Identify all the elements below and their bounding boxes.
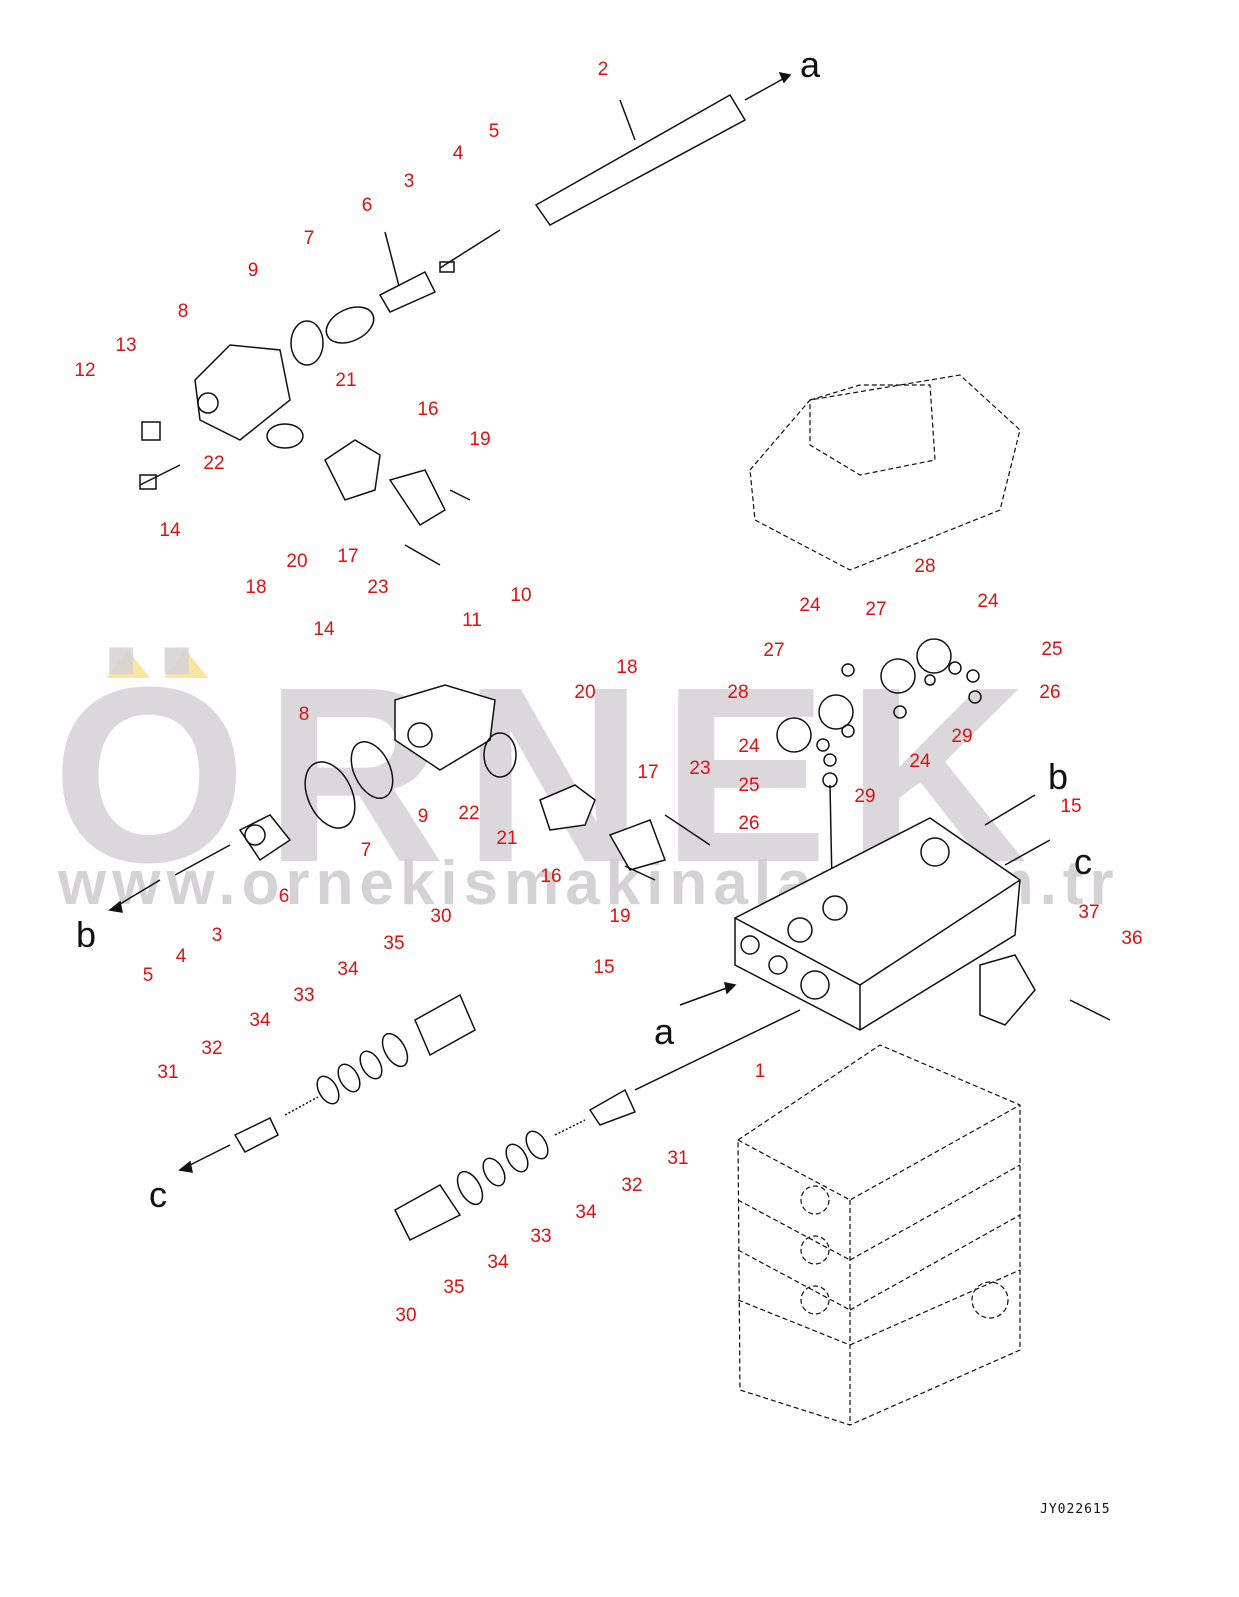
part-number-label: 19: [609, 906, 631, 927]
part-number-label: 16: [417, 399, 439, 420]
part-number-label: 16: [540, 866, 562, 887]
part-number-label: 27: [763, 640, 785, 661]
part-number-label: 14: [313, 619, 335, 640]
part-number-label: 24: [909, 751, 931, 772]
part-number-label: 10: [510, 585, 532, 606]
reference-letter: a: [653, 1011, 675, 1052]
part-number-label: 30: [395, 1305, 417, 1326]
part-number-label: 7: [303, 228, 315, 249]
part-number-label: 27: [865, 599, 887, 620]
part-number-label: 1: [754, 1061, 766, 1082]
reference-letter: c: [149, 1174, 167, 1215]
part-number-label: 37: [1078, 902, 1100, 923]
part-number-label: 2: [597, 59, 609, 80]
reference-letter: c: [1074, 841, 1092, 882]
part-number-label: 35: [383, 933, 405, 954]
part-number-label: 8: [298, 704, 310, 725]
drawing-code: JY022615: [1040, 1502, 1111, 1517]
part-number-label: 26: [738, 813, 760, 834]
part-number-label: 21: [496, 828, 518, 849]
part-number-label: 32: [621, 1175, 643, 1196]
part-number-label: 33: [293, 985, 315, 1006]
part-number-label: 6: [278, 886, 290, 907]
part-number-label: 28: [914, 556, 936, 577]
part-number-label: 15: [593, 957, 615, 978]
part-number-label: 13: [115, 335, 137, 356]
part-number-label: 34: [575, 1202, 597, 1223]
part-number-label: 24: [799, 595, 821, 616]
part-number-label: 24: [977, 591, 999, 612]
part-number-label: 5: [142, 965, 154, 986]
part-number-label: 19: [469, 429, 491, 450]
part-number-label: 34: [249, 1010, 271, 1031]
part-number-label: 22: [458, 803, 480, 824]
part-number-label: 12: [74, 360, 96, 381]
part-number-label: 31: [157, 1062, 179, 1083]
part-number-label: 24: [738, 736, 760, 757]
reference-letter: a: [799, 44, 821, 85]
part-number-label: 29: [854, 786, 876, 807]
part-number-label: 21: [335, 370, 357, 391]
part-number-label: 33: [530, 1226, 552, 1247]
part-number-label: 32: [201, 1038, 223, 1059]
part-number-label: 18: [616, 657, 638, 678]
part-number-label: 9: [417, 806, 429, 827]
part-number-label: 31: [667, 1148, 689, 1169]
part-number-label: 6: [361, 195, 373, 216]
part-number-label: 4: [452, 143, 464, 164]
part-number-label: 36: [1121, 928, 1143, 949]
spool-part: [534, 71, 792, 226]
part-number-label: 26: [1039, 682, 1061, 703]
part-number-label: 20: [574, 682, 596, 703]
part-number-label: 30: [430, 906, 452, 927]
reference-letter: b: [1047, 756, 1069, 797]
reference-letter: b: [75, 914, 97, 955]
part-number-label: 9: [247, 260, 259, 281]
watermark-accent: [106, 650, 150, 678]
part-number-label: 3: [211, 925, 223, 946]
part-number-label: 29: [951, 726, 973, 747]
part-number-label: 15: [1060, 796, 1082, 817]
part-number-label: 14: [159, 520, 181, 541]
part-number-label: 5: [488, 121, 500, 142]
part-number-label: 20: [286, 551, 308, 572]
part-number-label: 11: [462, 610, 482, 631]
part-number-label: 3: [403, 171, 415, 192]
part-number-label: 23: [367, 577, 389, 598]
part-number-label: 23: [689, 758, 711, 779]
watermark-accent: [164, 650, 208, 678]
part-number-label: 4: [175, 946, 187, 967]
part-number-label: 25: [738, 775, 760, 796]
part-number-label: 34: [487, 1252, 509, 1273]
part-number-label: 17: [337, 546, 359, 567]
part-number-label: 35: [443, 1277, 465, 1298]
part-number-label: 34: [337, 959, 359, 980]
part-number-label: 8: [177, 301, 189, 322]
part-number-label: 25: [1041, 639, 1063, 660]
part-number-label: 22: [203, 453, 225, 474]
part-number-label: 18: [245, 577, 267, 598]
part-number-label: 28: [727, 682, 749, 703]
part-number-label: 7: [360, 840, 372, 861]
part-number-label: 17: [637, 762, 659, 783]
